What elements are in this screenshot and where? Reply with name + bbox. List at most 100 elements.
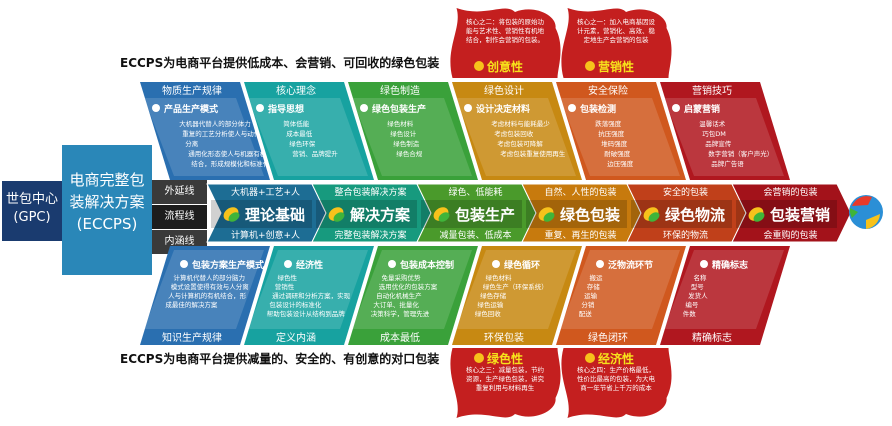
headline-top: ECCPS为电商平台提供低成本、会营销、可回收的绿色包装 xyxy=(120,56,440,70)
badge-leaf-icon xyxy=(474,353,484,363)
lower-bone-item: 配送 xyxy=(579,309,593,318)
bullet-icon xyxy=(492,260,500,268)
lower-bone xyxy=(452,246,582,345)
spine-bottom-label: 减量包装、低成本 xyxy=(439,229,511,241)
bullet-icon xyxy=(180,260,188,268)
lower-bone-panel xyxy=(456,250,576,329)
leaf-icon xyxy=(648,212,660,222)
lower-bone-panel xyxy=(144,250,264,329)
upper-bone-panel xyxy=(352,98,472,176)
upper-bone-label: 物质生产规律 xyxy=(162,84,222,97)
badge-leaf-icon xyxy=(585,353,595,363)
spine-title: 解决方案 xyxy=(350,206,411,224)
upper-bone-item: 绿色制造 xyxy=(393,139,420,148)
upper-bone-heading: 启蒙营销 xyxy=(684,103,720,115)
flame-top-badge: 创意性 xyxy=(486,59,523,74)
lower-bone-item: 绿色材料 xyxy=(486,273,513,282)
upper-bone-heading: 绿色包装生产 xyxy=(372,103,426,115)
upper-bone-item: 考虑包装回收 xyxy=(494,129,534,138)
upper-bone-item: 大机器代替人的部分体力 xyxy=(179,119,251,128)
lower-bone-item: 分销 xyxy=(581,300,595,309)
flame-bottom-text: 重复利用与材料再生 xyxy=(476,383,535,392)
lower-bone xyxy=(140,246,270,345)
lower-bone-panel xyxy=(248,250,368,329)
flame-bottom-text: 商一年节省上千万的成本 xyxy=(580,383,652,392)
bullet-icon xyxy=(700,260,708,268)
lower-bone xyxy=(244,246,374,345)
upper-bone-item: 营销、品牌提升 xyxy=(292,149,338,158)
track-outer: 外延线 xyxy=(152,180,207,204)
lower-bone-heading: 包装方案生产模式 xyxy=(191,259,264,271)
upper-bone-label: 绿色制造 xyxy=(380,84,420,97)
lower-bone-item: 营销性 xyxy=(275,282,295,291)
upper-bone-item: 跌落强度 xyxy=(595,119,622,128)
spine-title: 包装生产 xyxy=(455,206,515,224)
bullet-icon xyxy=(284,260,292,268)
upper-bone-item: 数字营销（客户声光） xyxy=(708,149,773,158)
upper-bone-item: 考虑材料与能耗最少 xyxy=(491,119,550,128)
flame-top-text: 结合，制作会营销的包装。 xyxy=(466,35,544,44)
lower-bone xyxy=(348,246,478,345)
bullet-icon xyxy=(360,104,368,112)
lower-bone-heading: 经济性 xyxy=(296,259,323,271)
upper-bone-heading: 产品生产模式 xyxy=(164,103,218,115)
lower-bone-item: 搬运 xyxy=(590,273,604,282)
upper-bone xyxy=(660,82,790,180)
solution-label: 电商完整包装解决方案 (ECCPS) xyxy=(69,171,145,233)
leaf-icon xyxy=(333,212,345,222)
spine-segment xyxy=(731,183,852,243)
upper-bone-item: 简体低能 xyxy=(283,119,310,128)
track-process: 流程线 xyxy=(152,205,207,229)
upper-bone-item: 绿色设计 xyxy=(390,129,417,138)
lower-bone-item: 计算机代替人的部分脑力 xyxy=(174,273,246,282)
upper-bone-label: 安全保险 xyxy=(588,84,628,97)
lower-bone-panel xyxy=(664,250,784,329)
bullet-icon xyxy=(568,104,576,112)
upper-bone-panel xyxy=(456,98,576,176)
spine-top-label: 绿色、低能耗 xyxy=(448,186,502,198)
upper-bone-heading: 包装检测 xyxy=(579,103,616,115)
lower-bone-item: 通过调研和分析方案，实现 xyxy=(272,291,351,300)
upper-bone-panel xyxy=(664,98,784,176)
lower-bone-item: 存储 xyxy=(587,282,601,291)
flame-bottom-badge: 绿色性 xyxy=(487,351,523,366)
upper-bone-label: 营销技巧 xyxy=(692,84,732,97)
spine-bottom-label: 计算机+创意+人 xyxy=(231,229,300,241)
lower-bone-item: 编号 xyxy=(685,300,699,309)
lower-bone-item: 型号 xyxy=(691,282,705,291)
flame-bottom-badge: 经济性 xyxy=(598,351,634,366)
upper-bone-item: 成本最低 xyxy=(286,129,313,138)
flame-bottom xyxy=(450,348,561,418)
upper-bone-item: 抗压强度 xyxy=(598,129,625,138)
lower-bone-heading: 精确标志 xyxy=(712,259,748,271)
spine-top-label: 大机器+工艺+人 xyxy=(231,186,300,198)
bullet-icon xyxy=(672,104,680,112)
lower-bone-item: 选用优化的包装方案 xyxy=(379,282,438,291)
lower-bone xyxy=(556,246,686,345)
upper-bone xyxy=(348,82,478,180)
flame-top xyxy=(561,8,672,78)
lower-bone-item: 绿色性 xyxy=(278,273,298,282)
lower-bone-item: 成最佳的解决方案 xyxy=(165,300,218,309)
lower-bone-panel xyxy=(352,250,472,329)
upper-bone xyxy=(140,82,270,180)
spine-title: 包装营销 xyxy=(770,206,830,224)
lower-bone-item: 绿色回收 xyxy=(475,309,502,318)
flame-bottom-text: 资源，生产绿色包装，讲究 xyxy=(466,374,545,383)
leaf-icon xyxy=(228,212,240,222)
upper-bone-item: 通用化形态使人与机器有机 xyxy=(188,149,267,158)
upper-bone-panel xyxy=(560,98,680,176)
leaf-icon xyxy=(753,212,765,222)
flame-top-text: 核心之二：将包装的原始功 xyxy=(466,17,545,26)
upper-bone-item: 结合，形成规模化和标准化 xyxy=(191,159,270,168)
lower-bone-heading: 泛物流环节 xyxy=(608,259,653,271)
lower-bone-label: 精确标志 xyxy=(692,331,732,344)
lower-bone-item: 模式设置使得有效与人分离 xyxy=(171,282,250,291)
spine-top-label: 安全的包装 xyxy=(663,186,708,198)
bullet-icon xyxy=(256,104,264,112)
lower-bone-item: 发货人 xyxy=(688,291,708,300)
lower-bone-label: 环保包装 xyxy=(484,331,524,344)
spine-bottom-label: 环保的物流 xyxy=(663,229,708,241)
gpc-box: 世包中心 (GPC) xyxy=(2,181,62,241)
